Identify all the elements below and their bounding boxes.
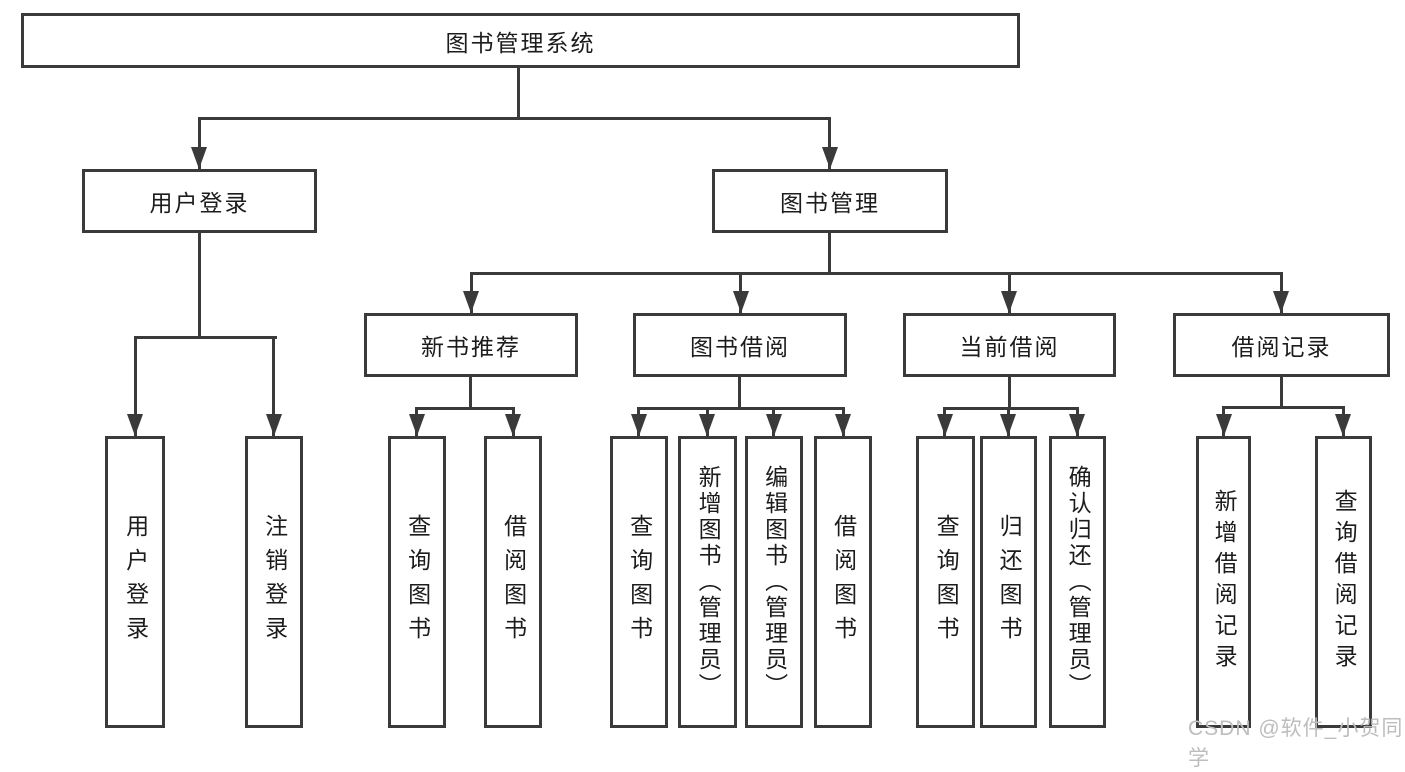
node-current-borrowing-label: 当前借阅 — [959, 334, 1060, 360]
connector-line — [198, 117, 201, 169]
leaf-add-borrow-record-label: 新增借阅记录 — [1211, 489, 1238, 675]
arrow-down-icon — [937, 414, 953, 436]
arrow-down-icon — [822, 147, 838, 169]
leaf-user-login: 用户登录 — [105, 436, 165, 728]
connector-line — [469, 377, 472, 407]
leaf-query-borrow-record: 查询借阅记录 — [1315, 436, 1372, 728]
leaf-add-books-admin: 新增图书（管理员） — [678, 436, 737, 728]
node-new-book-recommend-label: 新书推荐 — [421, 334, 521, 360]
arrow-down-icon — [409, 414, 425, 436]
watermark: CSDN @软件_小贺同学 — [1188, 717, 1404, 770]
leaf-logout-label: 注销登录 — [261, 514, 288, 650]
arrow-down-icon — [127, 414, 143, 436]
leaf-add-books-admin-label: 新增图书（管理员） — [695, 465, 722, 699]
connector-line — [828, 233, 831, 274]
arrow-down-icon — [463, 291, 479, 313]
connector-line — [470, 272, 1283, 275]
node-new-book-recommend: 新书推荐 — [364, 313, 578, 377]
arrow-down-icon — [266, 414, 282, 436]
leaf-add-borrow-record: 新增借阅记录 — [1196, 436, 1251, 728]
leaf-query-books-recommend: 查询图书 — [388, 436, 446, 728]
leaf-return-books: 归还图书 — [980, 436, 1037, 728]
leaf-edit-books-admin-label: 编辑图书（管理员） — [761, 465, 788, 699]
connector-line — [1280, 377, 1283, 406]
leaf-query-books-borrowing: 查询图书 — [610, 436, 668, 728]
node-book-borrowing-label: 图书借阅 — [690, 334, 790, 360]
arrow-down-icon — [505, 414, 521, 436]
leaf-borrow-books-recommend-label: 借阅图书 — [500, 514, 527, 650]
leaf-query-borrow-record-label: 查询借阅记录 — [1331, 489, 1358, 675]
arrow-down-icon — [1216, 414, 1232, 436]
arrow-down-icon — [733, 291, 749, 313]
connector-line — [828, 117, 831, 169]
node-book-management-label: 图书管理 — [780, 190, 880, 216]
node-user-login-label: 用户登录 — [149, 190, 250, 216]
leaf-borrow-books-recommend: 借阅图书 — [484, 436, 542, 728]
arrow-down-icon — [835, 414, 851, 436]
connector-line — [517, 68, 520, 117]
arrow-down-icon — [631, 414, 647, 436]
arrow-down-icon — [766, 414, 782, 436]
leaf-confirm-return-admin-label: 确认归还（管理员） — [1065, 465, 1092, 699]
connector-line — [415, 407, 515, 410]
arrow-down-icon — [1001, 291, 1017, 313]
connector-line — [198, 233, 201, 336]
leaf-confirm-return-admin: 确认归还（管理员） — [1049, 436, 1106, 728]
connector-line — [637, 407, 845, 410]
connector-line — [134, 336, 137, 436]
leaf-query-books-current-label: 查询图书 — [933, 514, 960, 650]
arrow-down-icon — [1273, 291, 1289, 313]
connector-line — [1008, 377, 1011, 407]
node-book-management: 图书管理 — [712, 169, 948, 233]
leaf-edit-books-admin: 编辑图书（管理员） — [745, 436, 803, 728]
node-library-system: 图书管理系统 — [21, 13, 1020, 68]
arrow-down-icon — [1335, 414, 1351, 436]
node-borrowing-records: 借阅记录 — [1173, 313, 1390, 377]
diagram-canvas: 图书管理系统 用户登录 图书管理 新书推荐 图书借阅 当前借阅 借阅记录 — [21, 13, 1403, 770]
leaf-borrow-books-label: 借阅图书 — [830, 514, 857, 650]
leaf-query-books-current: 查询图书 — [916, 436, 975, 728]
leaf-query-books-recommend-label: 查询图书 — [404, 514, 431, 650]
node-user-login: 用户登录 — [82, 169, 317, 233]
arrow-down-icon — [699, 414, 715, 436]
leaf-query-books-borrowing-label: 查询图书 — [626, 514, 653, 650]
leaf-return-books-label: 归还图书 — [996, 514, 1023, 650]
leaf-user-login-label: 用户登录 — [122, 514, 149, 650]
leaf-borrow-books: 借阅图书 — [814, 436, 872, 728]
connector-line — [134, 336, 277, 339]
connector-line — [198, 117, 831, 120]
node-borrowing-records-label: 借阅记录 — [1231, 334, 1332, 360]
connector-line — [943, 407, 1079, 410]
node-book-borrowing: 图书借阅 — [633, 313, 847, 377]
connector-line — [738, 377, 741, 407]
node-current-borrowing: 当前借阅 — [903, 313, 1116, 377]
arrow-down-icon — [1000, 414, 1016, 436]
arrow-down-icon — [191, 147, 207, 169]
connector-line — [272, 336, 275, 436]
leaf-logout: 注销登录 — [245, 436, 303, 728]
arrow-down-icon — [1069, 414, 1085, 436]
connector-line — [1222, 406, 1345, 409]
node-library-system-label: 图书管理系统 — [445, 29, 596, 56]
